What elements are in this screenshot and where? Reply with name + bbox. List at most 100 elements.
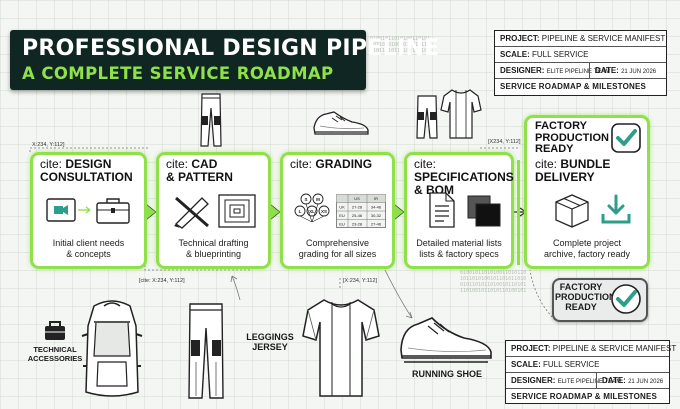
label-line: ACCESSORIES <box>27 354 83 363</box>
binary-texture: 01001011010100110101 1011010100101101011… <box>370 36 431 54</box>
table-cell: 30-32 <box>371 213 382 218</box>
scale-label: SCALE: <box>511 360 541 369</box>
leggings-icon <box>200 93 222 147</box>
binary-texture: 0100101101010011010110 10110101001011010… <box>460 270 527 294</box>
step-description: Comprehensive grading for all sizes <box>282 238 393 260</box>
step-title-line: CAD <box>191 157 218 171</box>
table-header: IR <box>374 196 378 201</box>
table-header: US <box>354 196 360 201</box>
label-line: LEGGINGS <box>246 332 294 342</box>
manifest-footer: SERVICE ROADMAP & MILESTONES <box>511 392 658 401</box>
leggings-icon <box>188 303 224 399</box>
project-label: PROJECT: <box>500 34 540 43</box>
date-label: DATE: <box>595 66 619 75</box>
date-value: 21 JUN 2026 <box>628 379 664 385</box>
size-bubble: XS <box>321 209 327 214</box>
manifest-top: PROJECT: PIPELINE & SERVICE MANIFEST SCA… <box>494 30 667 96</box>
step-title-line: & PATTERN <box>166 170 233 184</box>
step-prefix: cite: <box>40 157 63 171</box>
accessories-label: TECHNICAL ACCESSORIES <box>22 345 88 363</box>
factory-ready-line: FACTORY <box>535 120 587 132</box>
document-icon <box>429 192 455 228</box>
factory-ready-badge-text: FACTORY PRODUCTION READY <box>555 282 616 312</box>
size-bubble: XL <box>309 209 315 214</box>
factory-ready-line: PRODUCTION <box>535 131 609 144</box>
designer-label: DESIGNER: <box>500 66 545 75</box>
checkmark-icon <box>611 123 641 153</box>
label-line: JERSEY <box>252 342 288 352</box>
step-desc-line: Initial client needs <box>52 238 125 248</box>
scale-label: SCALE: <box>500 50 530 59</box>
video-call-icon <box>46 198 91 222</box>
step-title-line: CONSULTATION <box>40 170 133 184</box>
project-label: PROJECT: <box>511 344 551 353</box>
step-title-line: DESIGN <box>65 157 112 171</box>
step-prefix: cite: <box>166 157 189 171</box>
manifest-designer-row: DESIGNER: ELITE PIPELINE TEAM DATE: 21 J… <box>495 63 666 79</box>
size-bubble: L <box>299 209 302 214</box>
step-title: cite: GRADING <box>290 158 390 171</box>
jersey-icon <box>302 299 380 397</box>
factory-ready-line: READY <box>535 143 574 155</box>
pencil-ruler-icon <box>174 196 209 229</box>
manifest-project-row: PROJECT: PIPELINE & SERVICE MANIFEST <box>506 341 676 357</box>
briefcase-icon <box>96 198 130 224</box>
step-title: cite: DESIGN CONSULTATION <box>40 158 145 184</box>
manifest-footer: SERVICE ROADMAP & MILESTONES <box>500 82 647 91</box>
manifest-designer-row: DESIGNER: ELITE PIPELINE TEAM DATE: 21 J… <box>506 373 669 389</box>
factory-ready-line: FACTORY <box>559 282 603 292</box>
size-bubbles-icon: S M L XL XS <box>294 193 330 223</box>
material-swatches-icon <box>467 195 501 227</box>
step-title-line: SPECIFICATIONS <box>414 170 514 184</box>
step-desc-line: Complete project <box>552 238 622 248</box>
coord-label: [X234, Y:112] <box>488 139 521 145</box>
step-prefix: cite: <box>414 157 437 171</box>
step-desc-line: grading for all sizes <box>298 249 377 259</box>
accessories-bag-icon <box>45 321 65 340</box>
package-box-icon <box>555 194 589 228</box>
running-shoe-icon <box>313 111 369 135</box>
step-desc-line: Detailed material lists <box>416 238 502 248</box>
coord-label: [cite: X:234, Y:112] <box>139 278 185 284</box>
label-line: TECHNICAL <box>33 345 77 354</box>
step-prefix: cite: <box>535 157 558 171</box>
step-description: Technical drafting & blueprinting <box>158 238 269 260</box>
table-cell: EU <box>339 213 345 218</box>
step-desc-line: archive, factory ready <box>543 249 631 259</box>
manifest-project-row: PROJECT: PIPELINE & SERVICE MANIFEST <box>495 31 666 47</box>
step-desc-line: Technical drafting <box>178 238 249 248</box>
table-cell: 34-46 <box>371 205 382 210</box>
designer-value: ELITE PIPELINE TEAM <box>557 379 622 385</box>
grading-table-grid: US IR UK 27-28 34-46 EU 25-46 30-32 EU 2… <box>336 194 386 228</box>
step-title: cite: CAD & PATTERN <box>166 158 266 184</box>
backpack-icon <box>81 300 143 397</box>
size-bubble: S <box>304 197 307 202</box>
grading-table: US IR UK 27-28 34-46 EU 25-46 30-32 EU 2… <box>336 194 386 228</box>
step-description: Complete project archive, factory ready <box>527 238 647 260</box>
step-prefix: cite: <box>290 157 313 171</box>
step-desc-line: Comprehensive <box>305 238 370 248</box>
project-value: PIPELINE & SERVICE MANIFEST <box>552 344 677 353</box>
manifest-scale-row: SCALE: FULL SERVICE <box>495 47 666 63</box>
step-desc-line: & concepts <box>66 249 111 259</box>
step-description: Detailed material lists lists & factory … <box>406 238 512 260</box>
designer-value: ELITE PIPELINE TEAM <box>546 69 611 75</box>
step-desc-line: & blueprinting <box>185 249 242 259</box>
step-description: Initial client needs & concepts <box>33 238 144 260</box>
leggings-icon <box>416 95 438 139</box>
page-subtitle: A COMPLETE SERVICE ROADMAP <box>22 64 334 83</box>
download-icon <box>601 194 631 224</box>
manifest-scale-row: SCALE: FULL SERVICE <box>506 357 669 373</box>
step-title-line: BUNDLE <box>560 157 611 171</box>
factory-ready-title: FACTORY PRODUCTION READY <box>535 120 615 156</box>
running-shoe-icon <box>400 317 492 363</box>
table-cell: EU <box>339 222 345 227</box>
title-banner <box>10 30 366 90</box>
date-label: DATE: <box>602 376 626 385</box>
step-title-line: DELIVERY <box>535 170 595 184</box>
manifest-bottom: PROJECT: PIPELINE & SERVICE MANIFEST SCA… <box>505 340 676 404</box>
coord-label: [X:234, Y:112] <box>343 278 378 284</box>
table-cell: UK <box>339 205 345 210</box>
factory-ready-line: READY <box>565 302 597 312</box>
jersey-icon <box>440 89 482 139</box>
